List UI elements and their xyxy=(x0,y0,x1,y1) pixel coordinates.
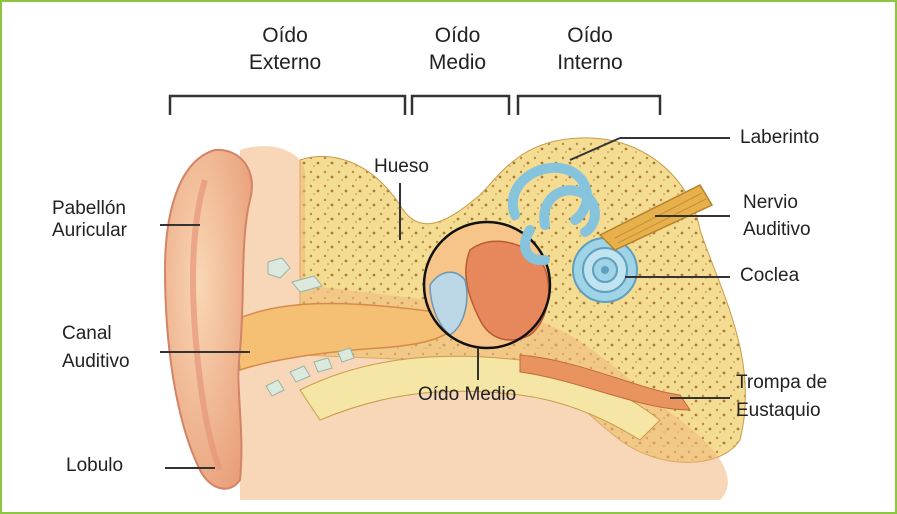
section-outer-ear: Oído Externo xyxy=(220,22,350,76)
label-hueso: Hueso xyxy=(374,156,429,178)
section-inner-ear: Oído Interno xyxy=(530,22,650,76)
label-canal-line1: Canal xyxy=(62,323,130,345)
section-inner-ear-line2: Interno xyxy=(530,49,650,76)
label-canal-auditivo: Canal Auditivo xyxy=(62,323,130,373)
label-coclea: Coclea xyxy=(740,265,799,287)
label-oido-medio: Oído Medio xyxy=(418,384,516,406)
label-lobulo: Lobulo xyxy=(66,455,123,477)
section-middle-ear: Oído Medio xyxy=(400,22,515,76)
label-trompa-eustaquio: Trompa de Eustaquio xyxy=(736,372,827,422)
section-outer-ear-line2: Externo xyxy=(220,49,350,76)
label-nervio-line1: Nervio xyxy=(743,192,811,214)
label-pabellon-line1: Pabellón xyxy=(52,198,127,220)
section-middle-ear-line1: Oído xyxy=(400,22,515,49)
label-nervio-line2: Auditivo xyxy=(743,219,811,241)
section-brackets xyxy=(170,96,660,115)
label-canal-line2: Auditivo xyxy=(62,351,130,373)
label-trompa-line1: Trompa de xyxy=(736,372,827,394)
label-laberinto: Laberinto xyxy=(740,127,819,149)
label-trompa-line2: Eustaquio xyxy=(736,400,827,422)
label-nervio-auditivo: Nervio Auditivo xyxy=(743,192,811,241)
section-middle-ear-line2: Medio xyxy=(400,49,515,76)
label-pabellon-line2: Auricular xyxy=(52,220,127,242)
section-inner-ear-line1: Oído xyxy=(530,22,650,49)
cochlea xyxy=(573,238,637,302)
label-pabellon-auricular: Pabellón Auricular xyxy=(52,198,127,242)
section-outer-ear-line1: Oído xyxy=(220,22,350,49)
